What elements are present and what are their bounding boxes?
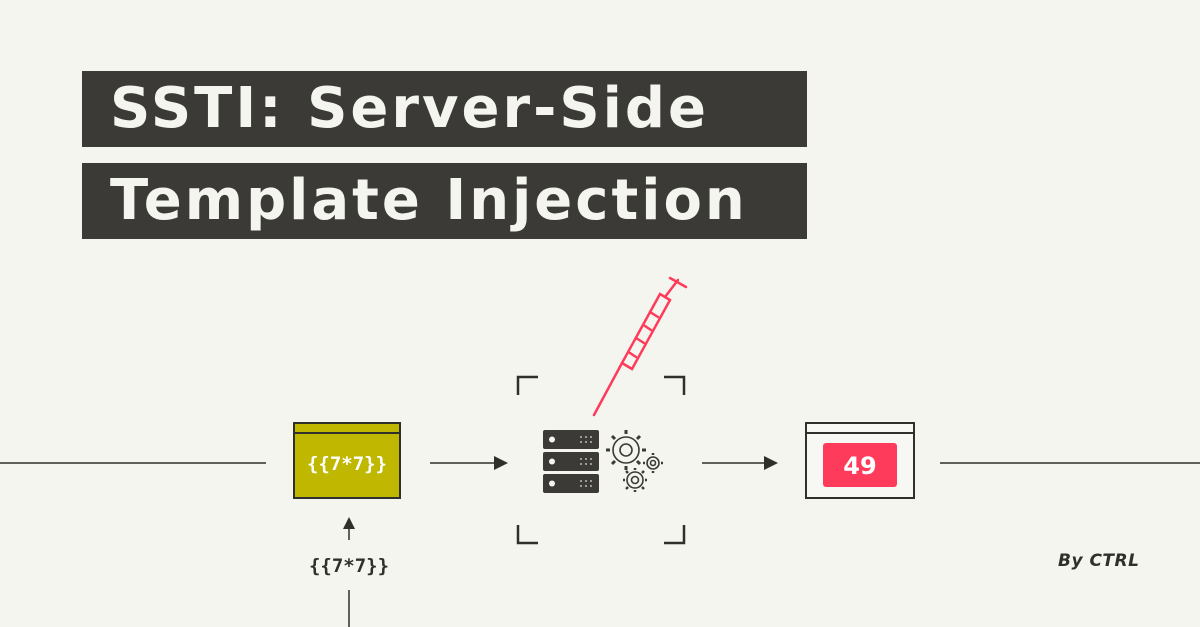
syringe-icon	[592, 276, 688, 417]
arrow-to-output-head	[764, 456, 778, 470]
output-value: 49	[843, 452, 876, 480]
user-input-payload: {{7*7}}	[309, 555, 389, 577]
input-box-payload: {{7*7}}	[307, 453, 387, 475]
gears-icon	[606, 430, 663, 492]
title-line-2: Template Injection	[82, 163, 807, 239]
arrow-to-server-head	[494, 456, 508, 470]
output-window: 49	[805, 422, 915, 499]
title-line-1: SSTI: Server-Side	[82, 71, 807, 147]
server-focus-brackets	[516, 375, 686, 545]
template-input-window: {{7*7}}	[293, 422, 401, 499]
server-rack-icon	[543, 430, 599, 493]
user-input-arrowhead	[343, 517, 355, 529]
author-credit: By CTRL	[1058, 551, 1140, 571]
